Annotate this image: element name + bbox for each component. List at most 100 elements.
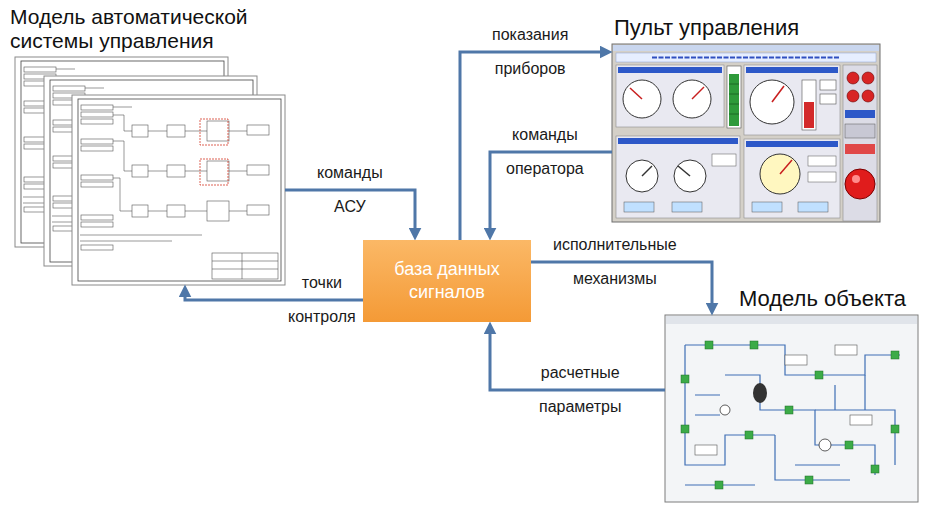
control-panel-screenshot	[772, 86, 784, 102]
plant-model-screenshot	[745, 431, 753, 439]
control-panel-screenshot	[752, 202, 782, 212]
control-panel-screenshot	[845, 110, 875, 118]
control-panel-screenshot	[845, 169, 875, 199]
control-panel-screenshot	[804, 102, 814, 128]
schematic-stack	[72, 95, 285, 285]
plant-model-screenshot	[681, 341, 899, 489]
control-panel-screenshot	[729, 84, 739, 114]
plant-model-screenshot	[815, 371, 823, 379]
schematic-stack	[15, 57, 285, 285]
plant-model-screenshot	[685, 345, 900, 485]
control-panel-screenshot	[862, 72, 874, 84]
edge-label: команды АСУ	[317, 156, 383, 224]
edge-label: команды оператора	[506, 118, 584, 186]
plant-model-screenshot	[695, 345, 872, 455]
plant-model-screenshot	[845, 441, 853, 449]
heading: Пульт управления	[614, 15, 799, 40]
plant-model-screenshot	[705, 341, 713, 349]
plant-model-screenshot	[685, 465, 840, 485]
heading: Модель автоматической системы управления	[10, 5, 290, 53]
control-panel-screenshot	[678, 166, 690, 176]
control-panel-screenshot	[613, 45, 879, 51]
control-panel-screenshot	[616, 136, 740, 218]
edge-label: точки контроля	[288, 266, 356, 334]
plant-model-screenshot	[685, 345, 900, 375]
plant-model-screenshot	[725, 375, 875, 475]
control-panel-screenshot	[845, 124, 875, 138]
highlight-box	[200, 159, 228, 185]
plant-model-screenshot	[815, 410, 895, 465]
control-panel-screenshot	[744, 139, 840, 218]
plant-model-screenshot	[785, 406, 793, 414]
control-panel: Пульт управления	[612, 44, 880, 222]
highlight-box	[200, 119, 228, 145]
plant-model-screenshot	[871, 465, 879, 473]
control-panel-screenshot	[802, 80, 816, 130]
control-panel-screenshot	[630, 88, 642, 99]
control-panel-screenshot	[729, 74, 739, 126]
control-panel-screenshot	[652, 57, 840, 59]
plant-model-screenshot	[785, 355, 807, 365]
plant-model-screenshot	[850, 415, 872, 425]
node-label: база данных сигналов	[373, 258, 521, 305]
control-panel-screenshot	[673, 80, 711, 118]
control-panel-screenshot	[624, 202, 654, 212]
control-panel-screenshot	[618, 138, 738, 144]
control-panel-screenshot	[612, 44, 880, 222]
control-panel-screenshot	[692, 87, 704, 99]
control-panel-screenshot	[847, 90, 859, 102]
plant-model-screenshot	[695, 375, 865, 415]
highlight-box	[200, 119, 228, 185]
plant-model-screenshot	[695, 445, 717, 455]
control-panel-screenshot	[616, 65, 724, 127]
control-panel-screenshot	[798, 202, 828, 212]
control-panel-screenshot	[820, 94, 836, 104]
control-panel-screenshot	[623, 80, 661, 118]
plant-model-screenshot	[685, 345, 775, 465]
control-panel-screenshot	[808, 172, 836, 182]
plant-model-screenshot	[665, 315, 918, 502]
plant-model-screenshot	[753, 383, 767, 403]
connector-arrow	[185, 293, 363, 300]
control-panel-screenshot	[808, 156, 836, 166]
control-panel-screenshot	[820, 80, 836, 90]
connector-arrow	[460, 52, 604, 240]
control-panel-screenshot	[642, 166, 652, 176]
schematic-model: Модель автоматической системы управления	[15, 57, 285, 285]
plant-model-screenshot	[805, 476, 813, 484]
control-panel-screenshot	[744, 65, 840, 135]
plant-model-screenshot	[750, 341, 758, 349]
control-panel-screenshot	[746, 67, 838, 73]
plant-model-screenshot	[775, 435, 850, 480]
plant-model-screenshot	[681, 425, 689, 433]
heading: Модель объекта	[739, 286, 906, 311]
edge-label: расчетные параметры	[539, 356, 621, 424]
control-panel-screenshot	[626, 160, 658, 192]
control-panel-screenshot	[712, 154, 736, 166]
control-panel-screenshot	[862, 90, 874, 102]
control-panel-screenshot	[852, 175, 860, 183]
edge-label: показания приборов	[492, 18, 568, 86]
plant-model-screenshot	[835, 345, 857, 355]
control-panel-screenshot	[672, 202, 702, 212]
control-panel-screenshot	[780, 160, 792, 174]
control-panel-screenshot	[847, 72, 859, 84]
control-panel-screenshot	[845, 144, 875, 154]
plant-model-screenshot	[666, 316, 917, 324]
plant-model: Модель объекта	[665, 315, 918, 502]
plant-model-screenshot	[891, 425, 899, 433]
plant-model-screenshot	[715, 481, 723, 489]
control-panel-screenshot	[674, 160, 706, 192]
control-panel-screenshot	[750, 80, 794, 124]
plant-model-screenshot	[720, 405, 730, 415]
plant-model-screenshot	[819, 439, 831, 451]
plant-model-screenshot	[681, 375, 689, 383]
control-panel-screenshot	[612, 44, 880, 222]
control-panel-screenshot	[746, 141, 838, 147]
control-panel-screenshot	[616, 53, 876, 62]
control-panel-screenshot	[727, 66, 741, 128]
control-panel-screenshot	[843, 65, 877, 221]
edge-label: исполнительные механизмы	[553, 228, 677, 296]
control-panel-screenshot	[760, 154, 800, 194]
